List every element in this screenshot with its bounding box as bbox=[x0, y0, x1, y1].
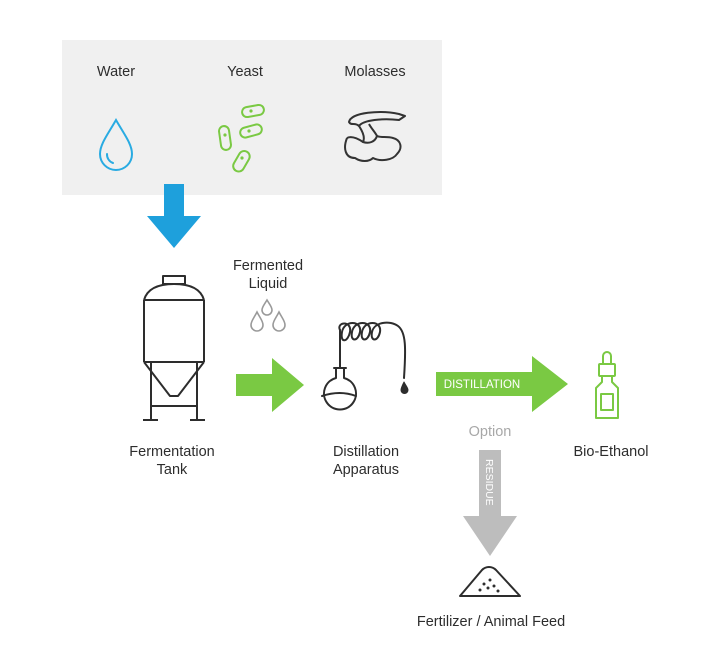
yeast-label: Yeast bbox=[227, 64, 263, 80]
residue-arrow-label: RESIDUE bbox=[483, 459, 495, 506]
input-down-arrow bbox=[147, 184, 201, 248]
powder-pile-icon bbox=[459, 566, 521, 597]
distillation-apparatus-label-line1: Distillation bbox=[332, 444, 400, 460]
fermented-liquid-label-line1: Fermented bbox=[232, 258, 304, 274]
water-drop-icon bbox=[98, 117, 134, 171]
fermentation-tank-label-line1: Fermentation bbox=[129, 444, 215, 460]
fermentation-tank-label-line2: Tank bbox=[156, 462, 188, 478]
distillation-arrow-label: DISTILLATION bbox=[444, 379, 520, 391]
bio-ethanol-label: Bio-Ethanol bbox=[573, 444, 649, 460]
water-label: Water bbox=[96, 64, 136, 80]
inputs-panel bbox=[62, 40, 442, 195]
distillation-flask-icon bbox=[321, 321, 409, 411]
dropper-bottle-icon bbox=[595, 351, 619, 419]
distillation-arrow: DISTILLATION bbox=[436, 356, 568, 412]
option-label: Option bbox=[468, 424, 512, 440]
fermentation-tank-icon bbox=[143, 275, 205, 421]
liquid-drops-icon bbox=[250, 298, 286, 332]
green-flow-arrow bbox=[236, 358, 304, 412]
molasses-label: Molasses bbox=[344, 64, 406, 80]
residue-arrow: RESIDUE bbox=[463, 450, 517, 556]
molasses-icon bbox=[344, 111, 406, 162]
distillation-apparatus-label-line2: Apparatus bbox=[332, 462, 400, 478]
yeast-cells-icon bbox=[218, 103, 265, 173]
fermented-liquid-label-line2: Liquid bbox=[248, 276, 288, 292]
fertilizer-label: Fertilizer / Animal Feed bbox=[416, 614, 566, 630]
